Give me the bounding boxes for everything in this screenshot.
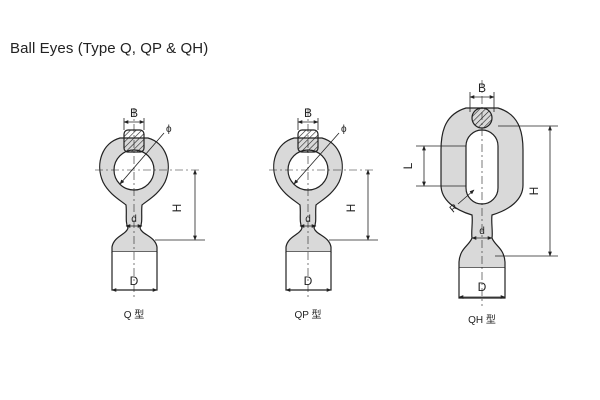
fitting-qh: B L R H d D QH 型 — [401, 80, 558, 326]
qp-label-h: H — [344, 204, 358, 213]
q-label-b: B — [130, 106, 138, 120]
qp-label-b: B — [304, 106, 312, 120]
q-caption: Q 型 — [124, 308, 145, 321]
q-label-h: H — [170, 204, 184, 213]
q-label-big-d: D — [130, 274, 139, 288]
qp-label-big-d: D — [304, 274, 313, 288]
qh-label-h: H — [527, 187, 541, 196]
qp-label-phi: ϕ — [341, 124, 347, 135]
page-title: Ball Eyes (Type Q, QP & QH) — [10, 40, 209, 57]
fitting-qp: B ϕ H d D QP 型 — [269, 106, 378, 321]
qh-caption: QH 型 — [468, 313, 496, 326]
qp-caption: QP 型 — [294, 308, 321, 321]
qh-label-l: L — [401, 162, 415, 169]
q-label-phi: ϕ — [166, 124, 172, 135]
qh-label-big-d: D — [478, 280, 487, 294]
qh-label-b: B — [478, 81, 486, 95]
qp-label-d: d — [305, 214, 311, 225]
q-label-d: d — [131, 214, 137, 225]
qh-label-d: d — [479, 226, 485, 237]
fitting-q: B ϕ H d D Q 型 — [95, 106, 205, 321]
